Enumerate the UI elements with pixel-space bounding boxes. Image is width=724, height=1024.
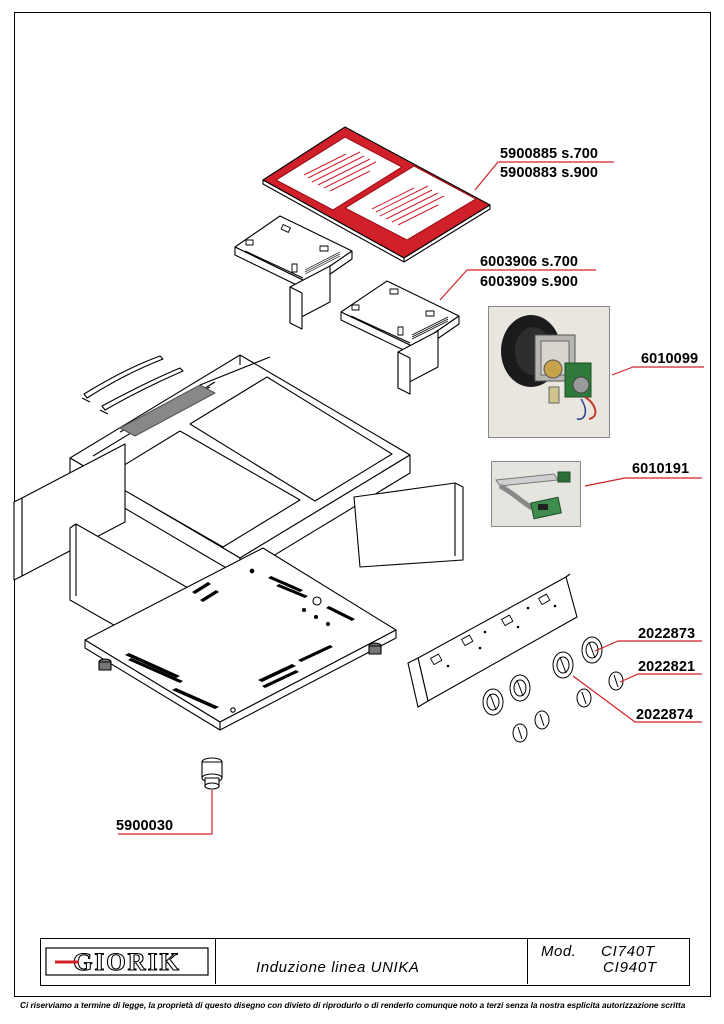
control-board-photo [491,461,581,527]
part-number-knob-ring: 2022874 [636,707,694,723]
part-number-foot: 5900030 [116,818,174,834]
title-block: GIORIK Induzione linea UNIKA Mod. CI740T… [40,938,690,986]
induction-generator-left [234,215,353,330]
control-board-image [495,471,571,520]
logo-cell: GIORIK [41,939,216,984]
induction-generator-right [340,280,460,395]
logo-text: GIORIK [73,949,181,976]
part-number-glass-700: 5900885 s.700 [500,146,599,162]
control-motor-image [501,315,597,420]
part-number-generator-900: 6003909 s.900 [480,274,579,290]
leader-lines [118,161,704,835]
giorik-logo: GIORIK [45,947,209,977]
adjustable-foot [201,757,223,790]
copyright-notice: Ci riserviamo a termine di legge, la pro… [20,1000,686,1010]
part-number-knob-small: 2022821 [638,659,696,675]
trim-rails [81,355,184,415]
knobs [482,636,624,743]
part-number-knob-large: 2022873 [638,626,696,642]
control-motor-photo [488,306,610,438]
part-number-glass-900: 5900883 s.900 [500,165,599,181]
part-number-control-board: 6010191 [632,461,690,477]
model-number-1: CI740T [601,943,655,960]
glass-cooktop [262,126,491,263]
base-plate [84,547,397,731]
part-number-generator-700: 6003906 s.700 [480,254,579,270]
description-cell: Induzione linea UNIKA [216,939,528,984]
model-number-2: CI940T [603,959,657,976]
part-number-control-motor: 6010099 [641,351,699,367]
control-panel [407,573,578,708]
base-feet [98,642,382,671]
right-side-panel [353,482,464,568]
model-label: Mod. [541,943,577,960]
product-description: Induzione linea UNIKA [256,959,420,976]
left-side-panel [13,443,126,581]
